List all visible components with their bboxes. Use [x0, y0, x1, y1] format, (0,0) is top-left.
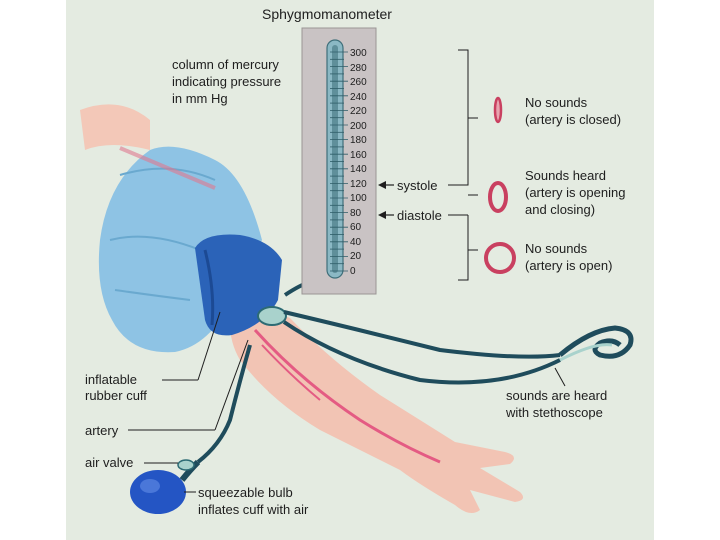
mercury-label-line1: column of mercury	[172, 57, 279, 72]
artery-open-icon	[484, 242, 516, 274]
stethoscope-leader	[554, 367, 566, 387]
systole-marker	[378, 181, 394, 189]
state-open-line2: (artery is open)	[525, 258, 612, 273]
mercury-label-line3: in mm Hg	[172, 91, 228, 106]
scale-tick: 60	[350, 222, 362, 233]
inflatable-cuff	[195, 234, 287, 336]
mercury-label-line2: indicating pressure	[172, 74, 281, 89]
artery-leader-diag	[214, 339, 249, 431]
scale-tick: 100	[350, 193, 367, 204]
air-valve-icon	[177, 459, 195, 471]
diastole-marker	[378, 211, 394, 219]
scale-tick: 160	[350, 150, 367, 161]
scale-tick: 260	[350, 77, 367, 88]
artery-opening-icon	[488, 181, 508, 213]
state-closed-line2: (artery is closed)	[525, 112, 621, 127]
scale-tick: 40	[350, 237, 362, 248]
stethoscope-label-line2: with stethoscope	[505, 405, 603, 420]
artery-label: artery	[85, 423, 119, 438]
scale-tick: 120	[350, 179, 367, 190]
state-opening-line1: Sounds heard	[525, 168, 606, 183]
scale-tick: 140	[350, 164, 367, 175]
scale-tick: 20	[350, 251, 362, 262]
stethoscope-label-line1: sounds are heard	[506, 388, 607, 403]
pressure-bracket	[458, 49, 478, 281]
gauge-tick-lines	[330, 51, 348, 272]
scale-tick: 240	[350, 92, 367, 103]
mercury-column	[332, 45, 338, 273]
cuff-label-line1: inflatable	[85, 372, 137, 387]
diagram-title: Sphygmomanometer	[262, 6, 392, 22]
scale-tick: 180	[350, 135, 367, 146]
systole-label: systole	[397, 178, 437, 193]
scale-tick: 80	[350, 208, 362, 219]
state-opening-line2: (artery is opening	[525, 185, 625, 200]
bulb-label-line1: squeezable bulb	[198, 485, 293, 500]
forearm	[229, 300, 524, 514]
cuff-label-line2: rubber cuff	[85, 388, 147, 403]
scale-tick: 220	[350, 106, 367, 117]
state-opening-line3: and closing)	[525, 202, 595, 217]
air-valve-label: air valve	[85, 455, 133, 470]
sphygmomanometer-diagram: Sphygmomanometer column of mercury indic…	[80, 6, 634, 517]
bulb-label-line2: inflates cuff with air	[198, 502, 309, 517]
scale-tick: 280	[350, 63, 367, 74]
state-open-line1: No sounds	[525, 241, 588, 256]
scale-tick: 200	[350, 121, 367, 132]
stethoscope	[558, 325, 634, 362]
scale-tick: 300	[350, 48, 367, 59]
scale-tick: 0	[350, 266, 356, 277]
artery-closed-icon	[493, 96, 503, 124]
mercury-gauge	[301, 27, 377, 295]
state-closed-line1: No sounds	[525, 95, 588, 110]
cuff-leader-diag	[197, 311, 221, 381]
squeezable-bulb	[130, 459, 201, 514]
diastole-label: diastole	[397, 208, 442, 223]
diagram-stage: Sphygmomanometer column of mercury indic…	[66, 0, 654, 540]
